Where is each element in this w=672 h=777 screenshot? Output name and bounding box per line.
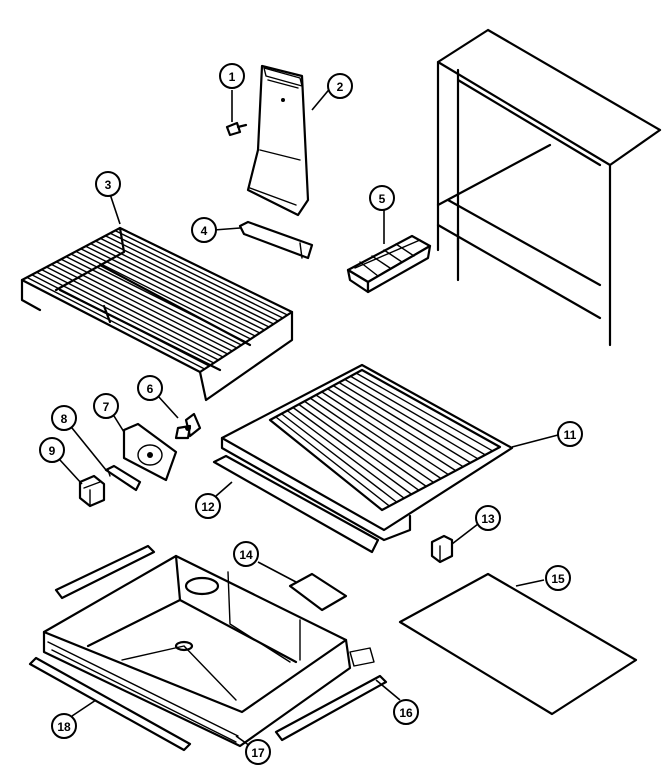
shelf-texture-line (280, 413, 398, 503)
callout-label: 18 (57, 720, 71, 734)
leader-lines (59, 85, 559, 747)
shelf-texture-line (338, 381, 472, 464)
shelf-texture-line (355, 372, 494, 452)
shelf-texture-line (275, 416, 391, 507)
callout-12: 13 (475, 505, 501, 531)
shelf-texture-line (292, 406, 413, 495)
callout-label: 7 (103, 400, 110, 414)
shelf-wire (40, 268, 220, 361)
part-7-rail (28, 544, 192, 752)
shelf-texture-line (349, 375, 486, 456)
callout-14: 4 (191, 217, 217, 243)
callout-5: 6 (137, 375, 163, 401)
callout-label: 5 (379, 192, 386, 206)
shelf-wire (94, 240, 270, 328)
callout-16: 5 (369, 185, 395, 211)
callout-9: 1 (219, 63, 245, 89)
shelf-wire (55, 261, 233, 352)
shelf-wire (60, 258, 238, 349)
shelf-texture-line (344, 378, 479, 460)
callout-label: 12 (201, 500, 215, 514)
shelf-wire (21, 279, 201, 373)
callout-label: 17 (251, 746, 265, 760)
callout-4: 8 (51, 405, 77, 431)
part-3-switch (78, 474, 106, 508)
part-18-panel (398, 572, 638, 716)
callout-label: 13 (481, 512, 495, 526)
shelf-wire (85, 245, 261, 334)
callout-label: 15 (551, 572, 565, 586)
shelf-texture-line (315, 394, 442, 480)
shelf-wire (119, 227, 293, 313)
part-13-trim (212, 454, 380, 554)
shelf-texture-line (286, 409, 405, 499)
part-5-fan-blade (174, 412, 202, 440)
callout-8: 2 (327, 73, 353, 99)
part-2-rail (274, 647, 388, 742)
shelf-wire (104, 235, 279, 322)
callout-17: 3 (95, 171, 121, 197)
shelf-texture-line (309, 397, 435, 484)
callout-label: 6 (147, 382, 154, 396)
shelf-wire (36, 271, 215, 364)
shelf-wire (26, 276, 206, 370)
part-6-fan-shroud (122, 422, 178, 482)
shelf-wire (99, 237, 275, 325)
callout-label: 8 (61, 412, 68, 426)
shelf-wire (89, 242, 266, 331)
shelf-texture-line (321, 391, 450, 476)
part-12-clip (430, 534, 454, 564)
shelf-texture-line (303, 400, 427, 488)
part-1-drawer-base (42, 554, 352, 748)
callout-6: 7 (93, 393, 119, 419)
callout-label: 16 (399, 706, 413, 720)
part-4-bracket (104, 464, 142, 492)
shelf-texture-line (326, 388, 457, 472)
shelf-wire (45, 266, 224, 358)
callout-label: 1 (229, 70, 236, 84)
callout-label: 11 (564, 428, 577, 442)
shelf-wire (109, 232, 284, 319)
callout-label: 2 (337, 80, 344, 94)
part-17-wire-shelf (20, 226, 294, 402)
shelf-texture-line (298, 403, 420, 492)
part-11-glass-shelf (220, 363, 514, 542)
callout-label: 4 (201, 224, 208, 238)
callout-3: 9 (39, 437, 65, 463)
callout-2: 16 (393, 699, 419, 725)
part-9-screw (225, 121, 248, 137)
callout-13: 12 (195, 493, 221, 519)
callout-label: 14 (239, 548, 253, 562)
shelf-texture-line (332, 384, 464, 468)
shelf-wire (65, 255, 243, 346)
callout-11: 11 (557, 421, 583, 447)
shelf-wire (114, 229, 289, 316)
callout-label: 3 (105, 178, 112, 192)
part-15-cover-plate (288, 572, 348, 612)
shelf-wire (80, 248, 256, 337)
cabinet-outline (436, 28, 662, 347)
callout-18: 15 (545, 565, 571, 591)
shelf-wire (50, 263, 229, 355)
part-16-ice-tray (346, 234, 432, 294)
shelf-wire (75, 250, 252, 340)
callout-label: 9 (49, 444, 56, 458)
part-14-bracket (238, 220, 314, 260)
part-8-cover (246, 64, 310, 217)
callout-7: 18 (51, 713, 77, 739)
callout-15: 14 (233, 541, 259, 567)
callout-1: 17 (245, 739, 271, 765)
